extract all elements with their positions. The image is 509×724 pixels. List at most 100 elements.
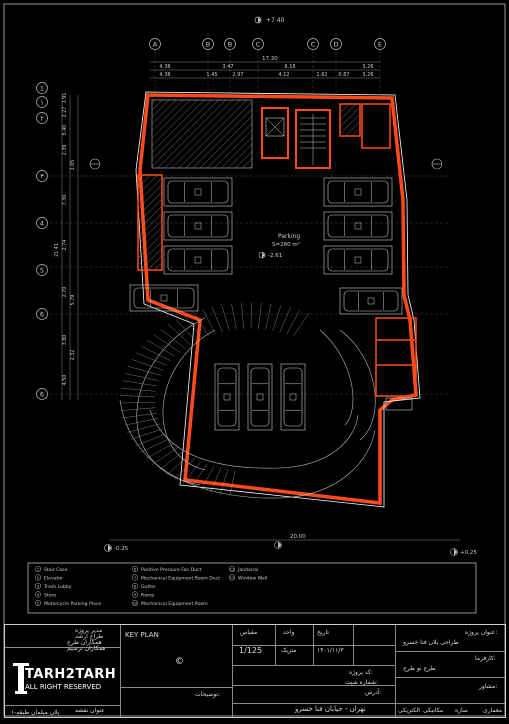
- svg-text:6: 6: [40, 311, 44, 319]
- svg-text:Positive Pressure Fan Duct: Positive Pressure Fan Duct: [141, 567, 202, 573]
- shaft: [340, 104, 360, 136]
- svg-text:9: 9: [134, 593, 137, 597]
- employer-label: کارفرما:: [475, 655, 496, 662]
- brand-name: TARH2TARH: [25, 667, 116, 682]
- car-bay: [248, 364, 272, 430]
- dimension-text: 7.30: [62, 195, 68, 206]
- title-block: مدیر پروژه طراح ارشد همکاران طرح همکاران…: [4, 624, 506, 718]
- grid-row-bubble: 4: [37, 218, 48, 229]
- grid-row-bubble: ۲: [37, 113, 48, 124]
- svg-text:12: 12: [230, 576, 235, 580]
- dimension-text: 1.45: [206, 72, 217, 78]
- svg-text:5: 5: [40, 267, 44, 275]
- legend-item: 6 Positive Pressure Fan Duct: [132, 566, 201, 573]
- grid-column-bubble: D: [331, 39, 342, 96]
- svg-text:2: 2: [37, 576, 39, 580]
- svg-text:8: 8: [134, 585, 137, 589]
- svg-text:Trash Lobby: Trash Lobby: [43, 584, 72, 590]
- dimension-text: 2.97: [232, 72, 243, 78]
- ramp-hatching: [120, 303, 309, 497]
- dimension-text: 5.79: [70, 295, 76, 306]
- svg-text:E: E: [378, 41, 382, 49]
- grid-column-bubble: C: [308, 39, 319, 96]
- grid-row-bubble: 5: [37, 265, 48, 276]
- car-bay: [281, 364, 305, 430]
- svg-text:D: D: [333, 41, 338, 49]
- dimension-text: 1.05: [70, 160, 76, 171]
- grid-row-bubble: 1: [37, 83, 48, 94]
- hatched-area: [152, 100, 252, 168]
- dimension-text: 1.62: [316, 72, 327, 78]
- drawing-title-label: عنوان نقشه: [75, 707, 105, 714]
- svg-text:A: A: [153, 41, 158, 49]
- top-level-marker: +7.40: [255, 17, 285, 24]
- sheet-no-label: شماره شیت:: [345, 679, 378, 686]
- svg-text:4: 4: [40, 220, 44, 228]
- dimension-text: 2.27: [62, 107, 68, 118]
- svg-text:Mechanical Equipment Room Duct: Mechanical Equipment Room Duct: [141, 576, 220, 582]
- parking-area: S=280 m²: [272, 241, 300, 248]
- top-total-dimension: 17.30: [262, 56, 278, 62]
- svg-text:+0.25: +0.25: [460, 550, 477, 556]
- core-elevator: [262, 108, 288, 158]
- dimension-text: 1.91: [62, 93, 68, 104]
- grid-lines: [50, 176, 450, 394]
- svg-text:Ramp: Ramp: [141, 593, 154, 599]
- grid-row-bubble: 6: [37, 389, 48, 400]
- svg-text:Stair Case: Stair Case: [44, 567, 68, 573]
- svg-text:۳: ۳: [40, 173, 44, 181]
- svg-text:6: 6: [134, 568, 137, 572]
- dimension-text: 3.26: [362, 64, 373, 70]
- legend-item: 2 Elevator: [35, 575, 63, 582]
- grid-column-bubble: B: [203, 39, 214, 96]
- left-dimensions: 1.912.275.402.391.057.302.7421.412.705.7…: [54, 93, 76, 386]
- date-label: تاریخ: [317, 629, 329, 636]
- grid-rows: 1 ۱ ۲ ۳ 4 5 6 6: [37, 83, 48, 400]
- svg-text:1: 1: [37, 568, 39, 572]
- dimension-text: 2.32: [70, 350, 76, 361]
- car-bay: [340, 288, 402, 314]
- consultant-label: مشاور:: [479, 683, 497, 690]
- svg-text:5: 5: [37, 602, 39, 606]
- svg-text:Elevator: Elevator: [44, 576, 63, 582]
- svg-text:-2.61: -2.61: [268, 253, 282, 259]
- unit-value: متریک: [281, 647, 296, 654]
- project-label: عنوان پروژه:: [465, 629, 497, 636]
- legend-item: 9 Ramp: [132, 592, 154, 599]
- svg-text:-0.25: -0.25: [114, 546, 129, 552]
- grid-row-bubble: ۳: [37, 171, 48, 182]
- dimension-text: 3.47: [222, 64, 233, 70]
- address-label: آدرس:: [365, 689, 382, 696]
- svg-text:۲: ۲: [40, 115, 44, 123]
- design-label: طرح نو طرح: [403, 665, 436, 672]
- legend-item: 1 Stair Case: [35, 566, 67, 573]
- side-rooms: [138, 175, 162, 270]
- grid-row-bubble: ۱: [37, 97, 48, 108]
- svg-text:Mechanical Equipment Room: Mechanical Equipment Room: [141, 601, 208, 607]
- project-code-label: کد پروژه:: [349, 669, 373, 676]
- parking-label: Parking: [278, 233, 300, 240]
- car-bay: [324, 178, 392, 206]
- ramp: [120, 318, 375, 498]
- svg-text:۱: ۱: [40, 99, 44, 107]
- discipline-architecture: معماری: [483, 707, 502, 714]
- car-bay: [164, 246, 232, 274]
- grid-row-bubble: 6: [37, 309, 48, 320]
- car-bay: [324, 212, 392, 240]
- dimension-text: 4.50: [62, 375, 68, 386]
- scale-label: مقیاس: [240, 629, 257, 636]
- dimension-text: 3.80: [62, 335, 68, 346]
- svg-text:6: 6: [40, 391, 44, 399]
- svg-text:20.00: 20.00: [290, 534, 306, 540]
